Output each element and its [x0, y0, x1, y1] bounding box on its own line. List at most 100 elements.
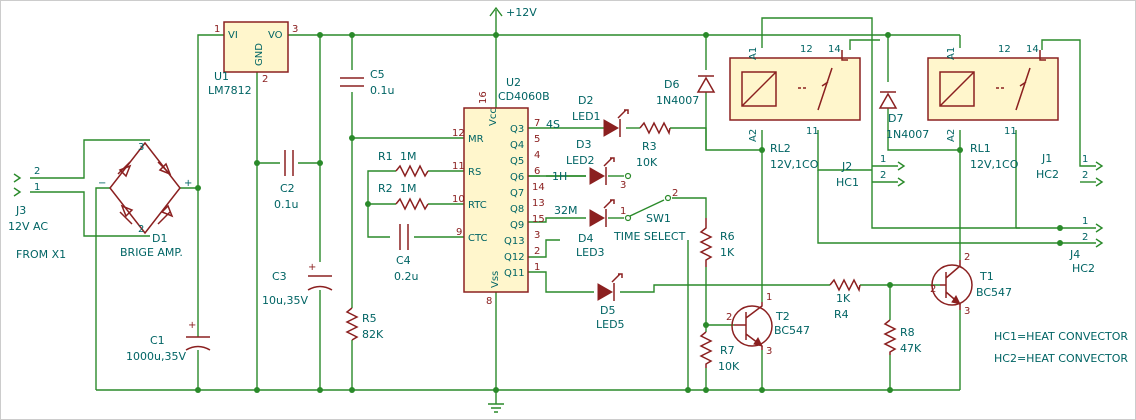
svg-text:12: 12 [998, 44, 1011, 55]
svg-text:12: 12 [800, 44, 813, 55]
resistor-r3: R3 10K [636, 121, 671, 169]
svg-text:MR: MR [468, 134, 484, 145]
svg-text:4S: 4S [546, 118, 560, 131]
diode-d7: D7 1N4007 [878, 91, 929, 141]
svg-text:A2: A2 [946, 129, 957, 142]
u2-value: CD4060B [498, 90, 550, 103]
u1-ref: U1 [214, 70, 229, 83]
svg-text:2: 2 [672, 188, 678, 199]
svg-text:D3: D3 [576, 138, 591, 151]
svg-text:R7: R7 [720, 344, 735, 357]
svg-text:RS: RS [468, 167, 481, 178]
svg-text:1N4007: 1N4007 [886, 128, 929, 141]
svg-text:1000u,35V: 1000u,35V [126, 350, 186, 363]
svg-text:1H: 1H [552, 170, 567, 183]
svg-text:R5: R5 [362, 312, 377, 325]
svg-text:LED3: LED3 [576, 246, 605, 259]
svg-text:3: 3 [138, 142, 144, 153]
svg-text:15: 15 [532, 214, 545, 225]
svg-text:D4: D4 [578, 232, 593, 245]
resistor-r7: R7 10K [699, 331, 740, 373]
svg-text:C5: C5 [370, 68, 385, 81]
svg-text:1: 1 [880, 154, 886, 165]
connector-j3: 2 1 J3 12V AC FROM X1 [8, 166, 66, 261]
svg-text:1: 1 [1082, 154, 1088, 165]
svg-text:3: 3 [964, 306, 970, 317]
svg-text:2: 2 [1082, 170, 1088, 181]
svg-text:8: 8 [486, 296, 492, 307]
svg-text:2: 2 [534, 246, 540, 257]
bridge-rectifier-d1: 3 + − 2 D1 BRIGE AMP. [98, 141, 192, 259]
j3-ref: J3 [15, 204, 26, 217]
svg-text:9: 9 [456, 227, 462, 238]
svg-text:TIME SELECT: TIME SELECT [613, 230, 686, 243]
capacitor-c5: C5 0.1u [340, 68, 394, 97]
svg-text:11: 11 [1004, 126, 1017, 137]
counter-ic-u2: U2 CD4060B Vcc 16 Vss 8 MR 12 RS 11 RTC … [452, 76, 550, 307]
svg-text:C3: C3 [272, 270, 287, 283]
svg-text:14: 14 [532, 182, 545, 193]
svg-text:HC2: HC2 [1072, 262, 1095, 275]
svg-text:CTC: CTC [468, 233, 488, 244]
vcc-label: +12V [506, 6, 537, 19]
d1-ref: D1 [152, 232, 167, 245]
svg-text:0.1u: 0.1u [370, 84, 394, 97]
svg-text:2: 2 [34, 166, 40, 177]
svg-text:Q4: Q4 [510, 140, 524, 151]
svg-text:2: 2 [1082, 232, 1088, 243]
connector-j1: 1 2 J1 HC2 [1036, 152, 1104, 187]
diode-d6: D6 1N4007 [656, 75, 716, 107]
svg-text:D5: D5 [600, 304, 615, 317]
legend: HC1=HEAT CONVECTOR HC2=HEAT CONVECTOR [994, 330, 1128, 365]
connector-j4: 1 2 J4 HC2 [1069, 216, 1104, 275]
regulator-u1: VI VO GND 1 3 2 U1 LM7812 [208, 21, 298, 97]
svg-text:Q9: Q9 [510, 220, 524, 231]
svg-text:D7: D7 [888, 112, 903, 125]
svg-text:VO: VO [268, 30, 283, 41]
capacitor-c1: + C1 1000u,35V [126, 320, 211, 363]
svg-text:Q13: Q13 [504, 236, 525, 247]
svg-text:47K: 47K [900, 342, 922, 355]
svg-text:+: + [308, 262, 316, 273]
svg-text:LED1: LED1 [572, 110, 601, 123]
svg-text:1K: 1K [836, 292, 851, 305]
svg-text:4: 4 [534, 150, 540, 161]
svg-text:1: 1 [620, 206, 626, 217]
svg-text:Q12: Q12 [504, 252, 525, 263]
transistor-t1: 2 2 3 T1 BC547 [930, 252, 1012, 317]
svg-text:14: 14 [828, 44, 841, 55]
svg-text:16: 16 [478, 91, 489, 104]
led-d5: D5 LED5 [596, 273, 625, 331]
capacitor-c2: C2 0.1u [274, 150, 298, 211]
svg-text:1M: 1M [400, 150, 417, 163]
svg-text:10u,35V: 10u,35V [262, 294, 308, 307]
svg-text:A2: A2 [748, 129, 759, 142]
connector-j2: 1 2 J2 HC1 [836, 154, 906, 189]
svg-text:GND: GND [254, 43, 265, 66]
svg-text:2: 2 [726, 312, 732, 323]
relay-rl1: A1 A2 12 14 11 RL1 12V,1CO [927, 44, 1059, 171]
svg-text:R3: R3 [642, 140, 657, 153]
capacitor-c4: C4 0.2u [394, 224, 418, 283]
svg-text:R6: R6 [720, 230, 735, 243]
resistor-r8: R8 47K [883, 319, 922, 355]
svg-text:J4: J4 [1069, 248, 1080, 261]
svg-text:+: + [188, 320, 196, 331]
capacitor-c3: + C3 10u,35V [262, 262, 333, 307]
svg-text:12: 12 [452, 128, 465, 139]
relay-rl2: A1 A2 12 14 11 RL2 12V,1CO [729, 44, 861, 171]
svg-text:3: 3 [292, 24, 298, 35]
d1-value: BRIGE AMP. [120, 246, 183, 259]
svg-text:HC2: HC2 [1036, 168, 1059, 181]
svg-text:3: 3 [534, 230, 540, 241]
svg-text:BC547: BC547 [774, 324, 810, 337]
switch-sw1: 1 2 SW1 TIME SELECT [613, 188, 686, 243]
svg-text:D6: D6 [664, 78, 679, 91]
vcc-symbol: +12V [489, 6, 537, 19]
svg-text:VI: VI [228, 30, 238, 41]
svg-text:6: 6 [534, 166, 540, 177]
led-d2: D2 LED1 4S [546, 94, 629, 137]
svg-text:11: 11 [452, 161, 465, 172]
svg-text:13: 13 [532, 198, 545, 209]
